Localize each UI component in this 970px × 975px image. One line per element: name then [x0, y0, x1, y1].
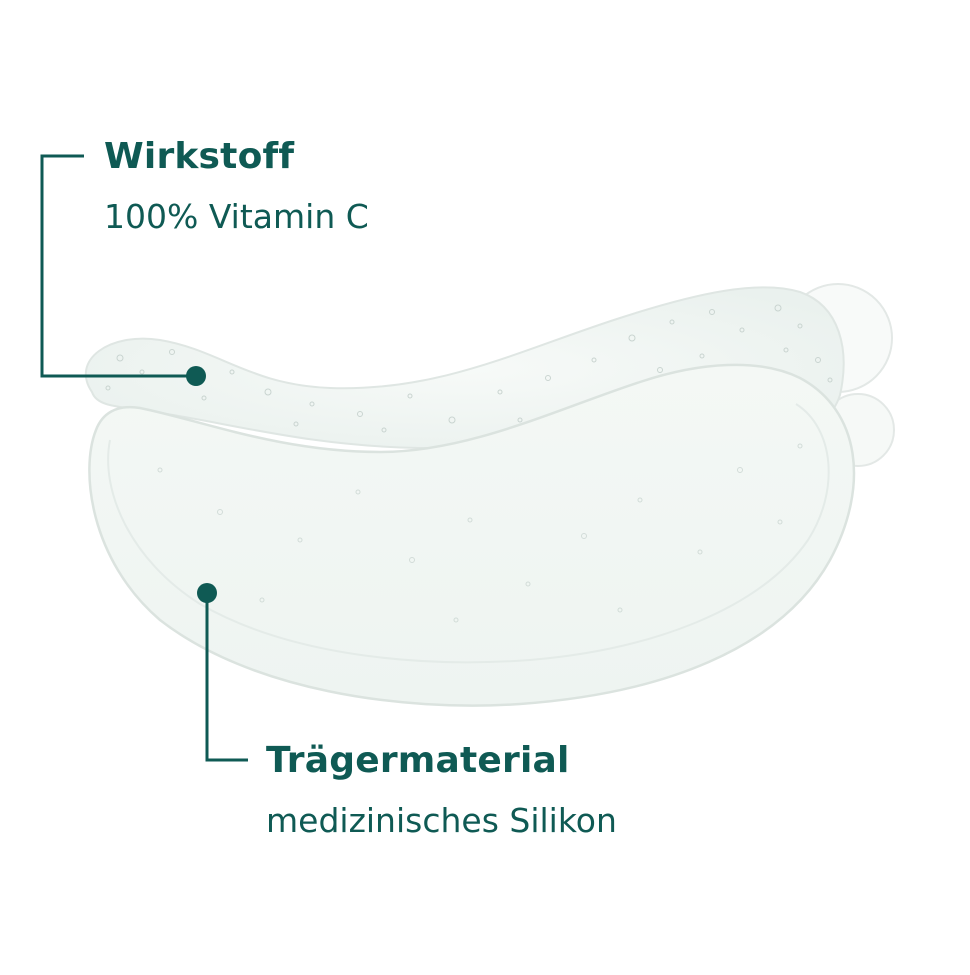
silicone-inner-rim [107, 403, 830, 664]
silicone-base-layer [88, 363, 856, 707]
base-bubbles [157, 443, 803, 623]
callout-line-wirkstoff [40, 154, 196, 378]
callout-line-traegermaterial [205, 593, 248, 762]
callout-subtitle-wirkstoff: 100% Vitamin C [104, 197, 369, 236]
callout-dot-traegermaterial [197, 583, 217, 603]
callout-dot-wirkstoff [186, 366, 206, 386]
callout-title-traegermaterial: Trägermaterial [266, 740, 570, 781]
callout-subtitle-traegermaterial: medizinisches Silikon [266, 801, 617, 840]
callout-title-wirkstoff: Wirkstoff [104, 136, 295, 177]
